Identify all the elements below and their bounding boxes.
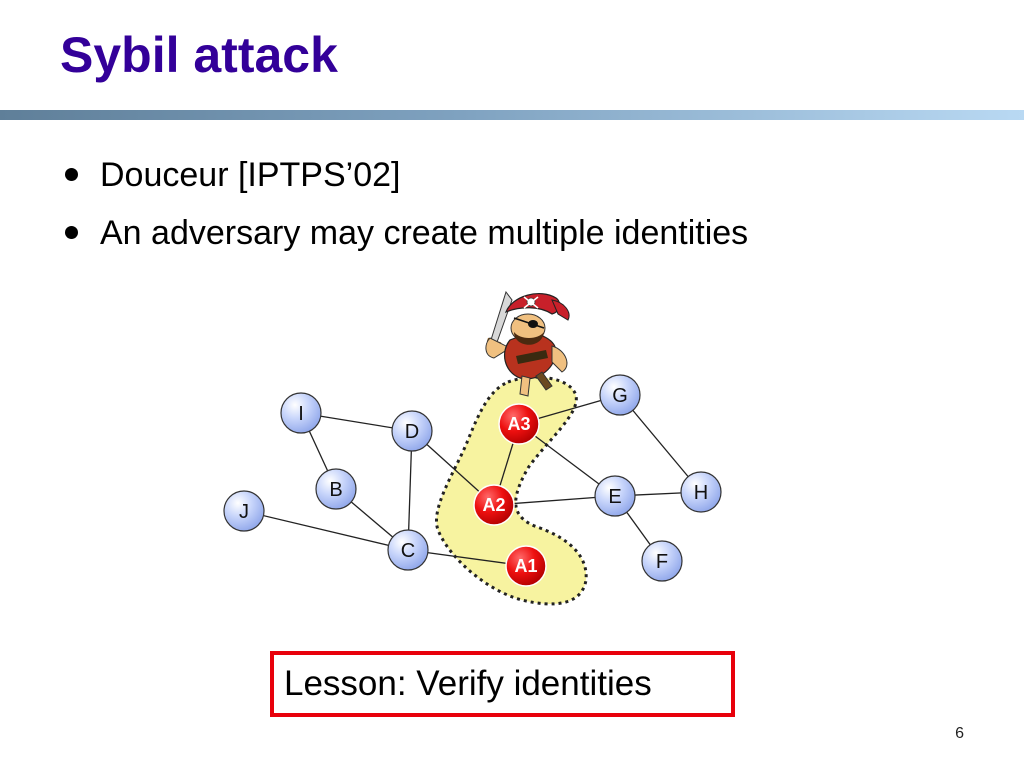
- node-E: [594, 475, 636, 517]
- node-D-label: D: [405, 421, 419, 443]
- node-C: [387, 529, 429, 571]
- edge-J-C: [243, 510, 409, 551]
- title-divider: [0, 110, 1024, 120]
- node-A3-label: A3: [507, 414, 530, 434]
- node-J-label: J: [239, 501, 249, 523]
- node-I: [280, 392, 322, 434]
- node-D: [391, 410, 433, 452]
- bullet-dot-icon: [65, 168, 78, 181]
- node-I-label: I: [298, 403, 304, 425]
- bullet-text: An adversary may create multiple identit…: [100, 214, 749, 252]
- lesson-box: Lesson: Verify identities: [270, 651, 735, 717]
- node-G-label: G: [612, 385, 628, 407]
- node-A2: [473, 484, 515, 526]
- bullet-list: Douceur [IPTPS’02] An adversary may crea…: [62, 146, 748, 262]
- node-H: [680, 471, 722, 513]
- node-A3: [498, 403, 540, 445]
- bullet-item: Douceur [IPTPS’02]: [62, 146, 748, 204]
- node-B: [315, 468, 357, 510]
- node-J: [223, 490, 265, 532]
- edge-G-H: [619, 394, 702, 493]
- node-C-label: C: [401, 540, 415, 562]
- node-F-label: F: [656, 551, 668, 573]
- node-G: [599, 374, 641, 416]
- bullet-text: Douceur [IPTPS’02]: [100, 156, 401, 194]
- node-B-label: B: [329, 479, 342, 501]
- sybil-region: [435, 375, 588, 606]
- pirate-icon: [485, 290, 570, 397]
- bullet-dot-icon: [65, 226, 78, 239]
- slide-title: Sybil attack: [60, 27, 338, 83]
- node-H-label: H: [694, 482, 708, 504]
- bullet-item: An adversary may create multiple identit…: [62, 204, 748, 262]
- node-E-label: E: [608, 486, 621, 508]
- node-F: [641, 540, 683, 582]
- node-A1: [505, 545, 547, 587]
- node-A2-label: A2: [482, 495, 505, 515]
- page-number: 6: [955, 725, 964, 742]
- node-A1-label: A1: [514, 556, 537, 576]
